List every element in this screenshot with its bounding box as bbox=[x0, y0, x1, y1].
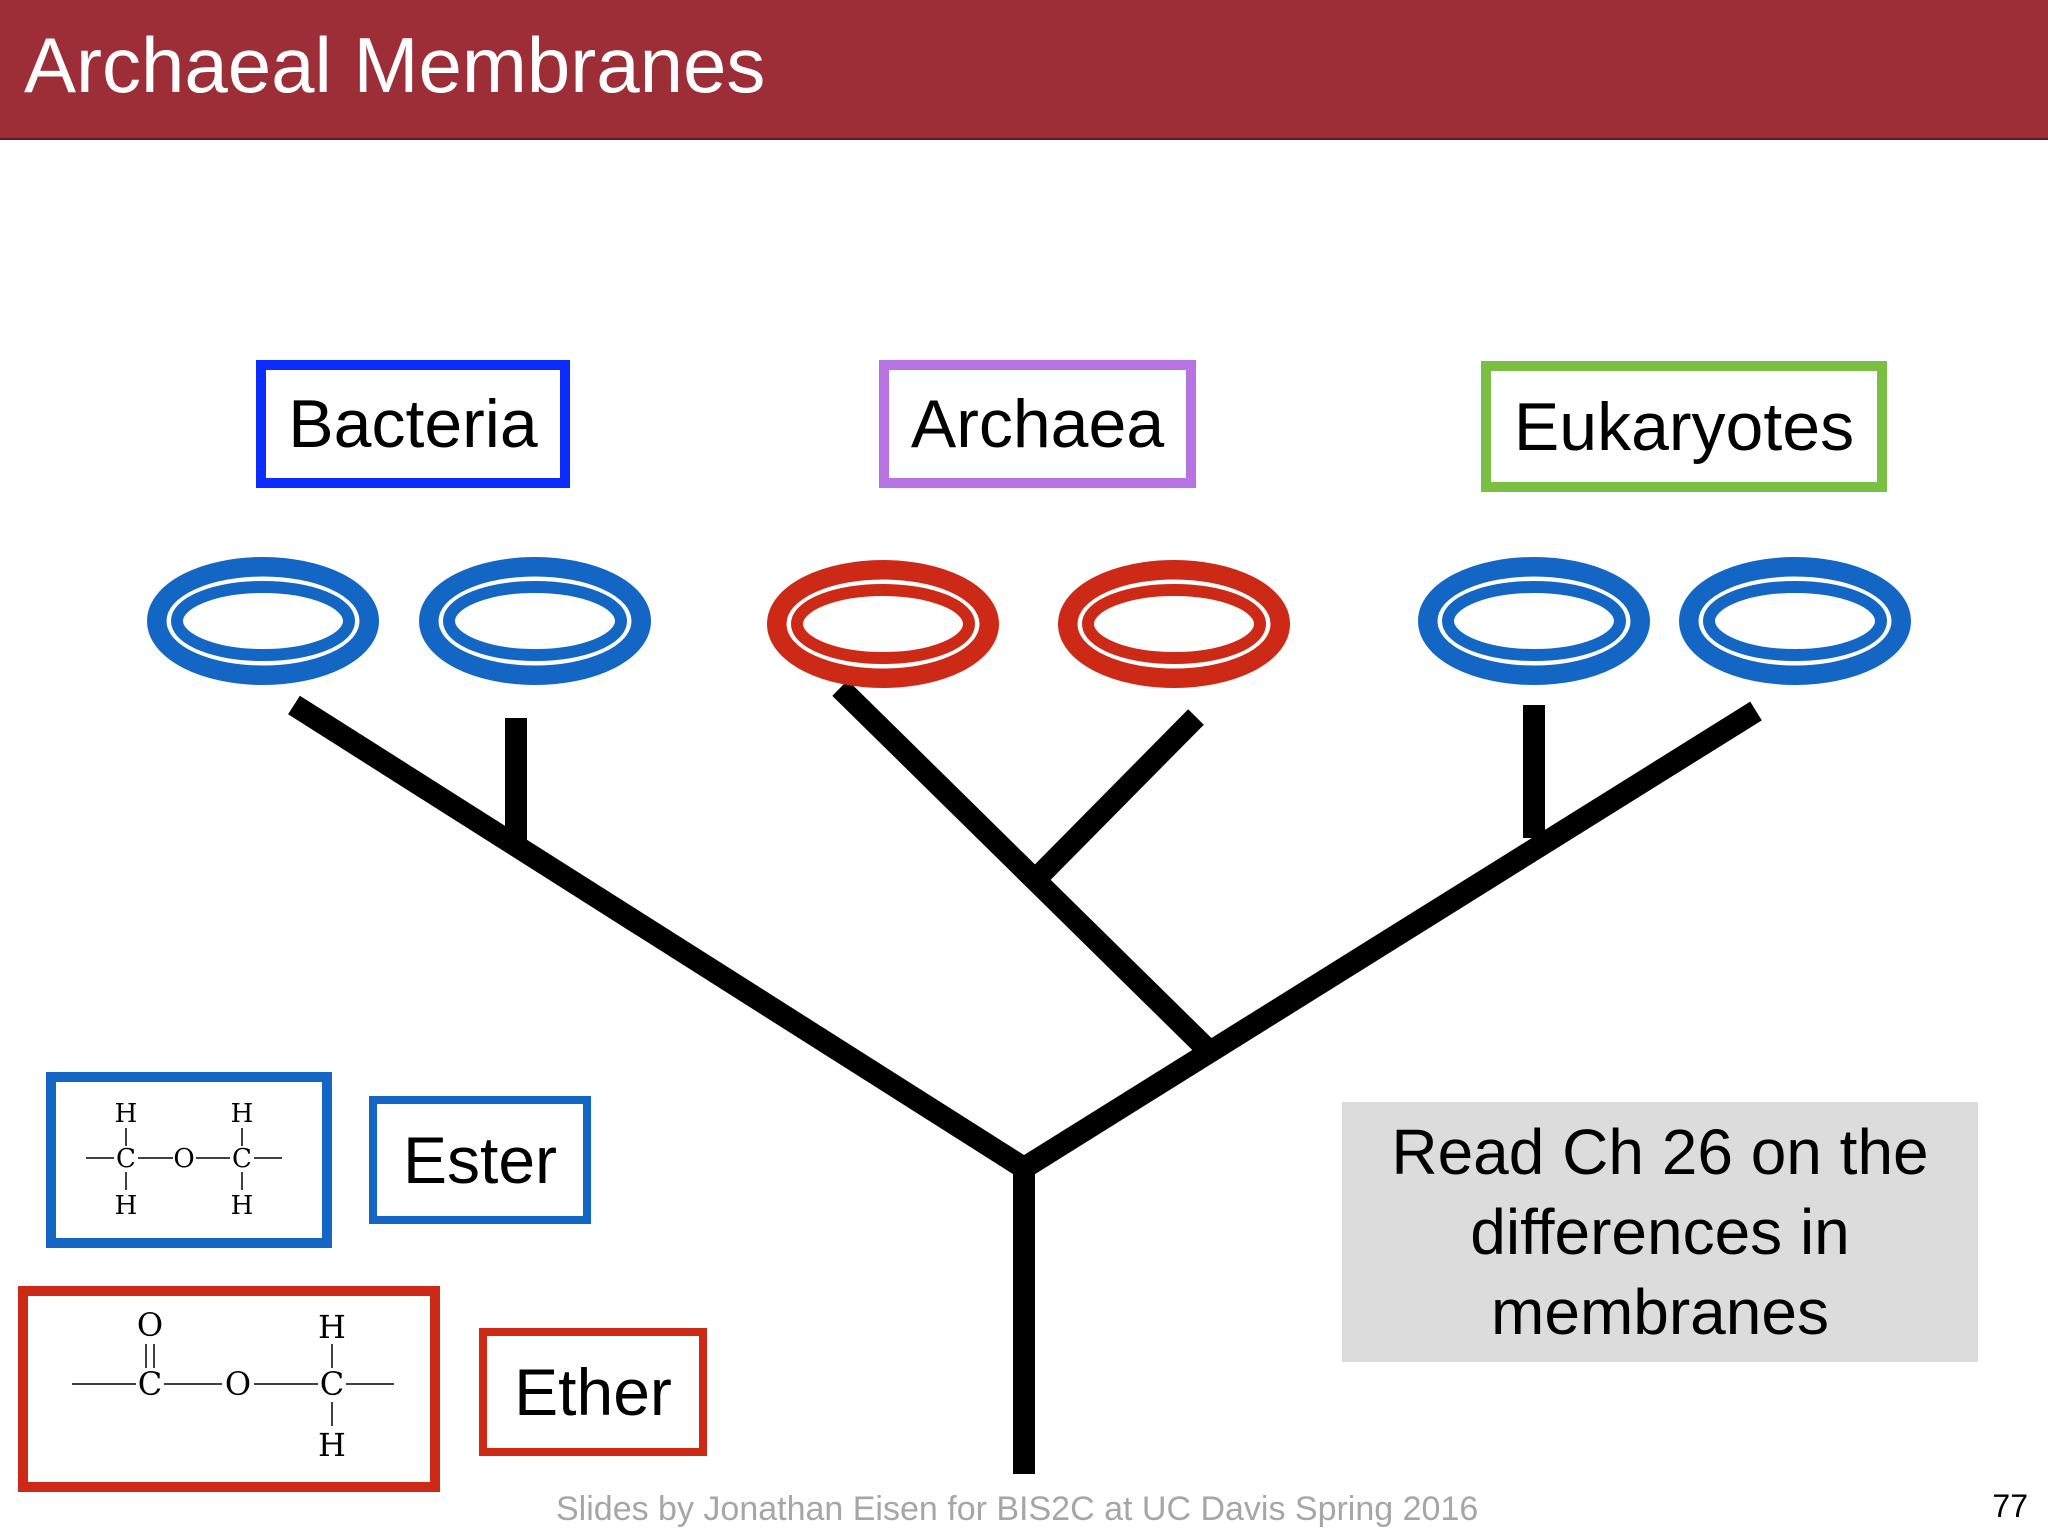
reading-note-text: Read Ch 26 on the differences in membran… bbox=[1360, 1112, 1960, 1352]
ether-label-box: Ether bbox=[479, 1328, 707, 1456]
note-line: membranes bbox=[1491, 1276, 1829, 1348]
atom-h: H bbox=[318, 1308, 346, 1346]
membrane-ring-archaea-2 bbox=[1058, 560, 1290, 688]
page-number: 77 bbox=[1992, 1488, 2028, 1524]
bacteria-label-box: Bacteria bbox=[256, 360, 570, 488]
note-line: Read Ch 26 on the bbox=[1391, 1116, 1929, 1188]
ester-structure: H H C O C H H bbox=[86, 1099, 282, 1221]
eukaryotes-label: Eukaryotes bbox=[1513, 388, 1855, 465]
atom-h: H bbox=[231, 1099, 254, 1129]
membrane-ring-bacteria-1 bbox=[147, 557, 379, 685]
ester-label: Ester bbox=[402, 1123, 558, 1197]
atom-h: H bbox=[115, 1099, 138, 1129]
ether-structure-box: O H C O C H bbox=[18, 1286, 440, 1492]
tree-branch-archaea-euk bbox=[1018, 701, 1762, 1178]
tree-branch-bacteria bbox=[288, 695, 1030, 1178]
atom-o: O bbox=[173, 1144, 194, 1174]
atom-o: O bbox=[137, 1306, 163, 1344]
archaea-label: Archaea bbox=[910, 386, 1165, 462]
membrane-ring-bacteria-2 bbox=[419, 557, 651, 685]
atom-c: C bbox=[138, 1365, 162, 1403]
atom-c: C bbox=[116, 1144, 136, 1174]
slide-footer: Slides by Jonathan Eisen for BIS2C at UC… bbox=[556, 1490, 1479, 1528]
reading-note: Read Ch 26 on the differences in membran… bbox=[1342, 1102, 1978, 1362]
archaea-label-box: Archaea bbox=[879, 360, 1196, 488]
ester-label-box: Ester bbox=[369, 1096, 591, 1224]
slide-title: Archaeal Membranes bbox=[24, 21, 766, 109]
atom-h: H bbox=[318, 1426, 346, 1464]
atom-c: C bbox=[232, 1144, 252, 1174]
title-bar: Archaeal Membranes bbox=[0, 0, 2048, 140]
membrane-ring-eukaryotes-2 bbox=[1679, 557, 1911, 685]
tree-branch-archaea-inner bbox=[1027, 709, 1204, 888]
atom-h: H bbox=[115, 1191, 138, 1221]
membrane-rings bbox=[147, 557, 1911, 688]
membrane-ring-eukaryotes-1 bbox=[1418, 557, 1650, 685]
note-line: differences in bbox=[1470, 1196, 1850, 1268]
tree-branch-archaea bbox=[832, 680, 1218, 1060]
ester-structure-box: H H C O C H H bbox=[46, 1072, 332, 1248]
atom-o: O bbox=[225, 1365, 251, 1403]
atom-h: H bbox=[231, 1191, 254, 1221]
ether-structure: O H C O C H bbox=[72, 1306, 394, 1464]
atom-c: C bbox=[320, 1365, 344, 1403]
eukaryotes-label-box: Eukaryotes bbox=[1481, 361, 1887, 492]
membrane-ring-archaea-1 bbox=[767, 560, 999, 688]
bacteria-label: Bacteria bbox=[288, 386, 538, 462]
ether-label: Ether bbox=[514, 1355, 672, 1429]
